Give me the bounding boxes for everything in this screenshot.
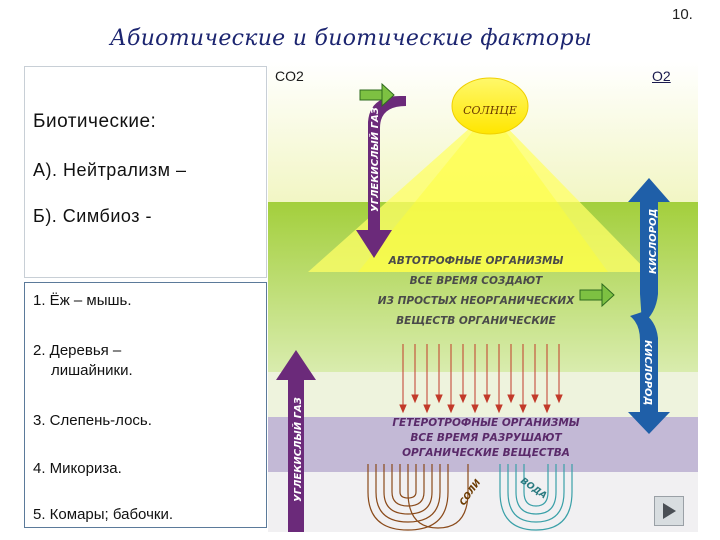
- svg-text:УГЛЕКИСЛЫЙ ГАЗ: УГЛЕКИСЛЫЙ ГАЗ: [368, 107, 381, 212]
- biotic-box: Биотические: А). Нейтрализм – Б). Симбио…: [24, 66, 267, 278]
- heterotroph-line: ГЕТЕРОТРОФНЫЕ ОРГАНИЗМЫ: [392, 417, 579, 429]
- example-item: 1. Ёж – мышь.: [33, 292, 132, 309]
- green-arrow-icon: [579, 282, 615, 308]
- slide-number: 10.: [672, 6, 693, 23]
- co2-arrow-top: [356, 96, 406, 258]
- examples-box: 1. Ёж – мышь. 2. Деревья – лишайники. 3.…: [24, 282, 267, 528]
- o2-arrow-top: [628, 178, 670, 324]
- autotroph-line: ВЕЩЕСТВ ОРГАНИЧЕСКИЕ: [396, 315, 557, 327]
- co2-label: CO2: [275, 68, 304, 84]
- svg-text:КИСЛОРОД: КИСЛОРОД: [642, 340, 653, 406]
- green-arrow-icon: [359, 82, 395, 108]
- example-item: 5. Комары; бабочки.: [33, 506, 173, 523]
- example-item: лишайники.: [51, 362, 133, 379]
- heterotroph-line: ВСЕ ВРЕМЯ РАЗРУШАЮТ: [410, 432, 562, 444]
- autotroph-line: АВТОТРОФНЫЕ ОРГАНИЗМЫ: [388, 255, 564, 267]
- example-item: 4. Микориза.: [33, 460, 122, 477]
- next-slide-button[interactable]: [654, 496, 684, 526]
- autotroph-line: ИЗ ПРОСТЫХ НЕОРГАНИЧЕСКИХ: [378, 295, 576, 307]
- slide-title: Абиотические и биотические факторы: [110, 26, 593, 51]
- lavender-band: [268, 417, 698, 472]
- neutralism-line: А). Нейтрализм –: [33, 160, 187, 180]
- example-item: 3. Слепень-лось.: [33, 412, 152, 429]
- sun-label: СОЛНЦЕ: [463, 104, 517, 117]
- sun-icon: [451, 77, 529, 135]
- co2-arrow-bottom: [276, 350, 316, 532]
- autotroph-line: ВСЕ ВРЕМЯ СОЗДАЮТ: [410, 275, 543, 287]
- light-band: [268, 372, 698, 417]
- symbiosis-line: Б). Симбиоз -: [33, 206, 152, 226]
- o2-arrow-bottom: [628, 312, 670, 434]
- heterotroph-line: ОРГАНИЧЕСКИЕ ВЕЩЕСТВА: [402, 447, 570, 459]
- bottom-band: [268, 472, 698, 532]
- sun-rays: [308, 110, 648, 272]
- o2-link[interactable]: O2: [652, 68, 671, 84]
- svg-text:УГЛЕКИСЛЫЙ ГАЗ: УГЛЕКИСЛЫЙ ГАЗ: [291, 397, 304, 502]
- biotic-heading: Биотические:: [33, 111, 157, 132]
- example-item: 2. Деревья –: [33, 342, 122, 359]
- svg-text:КИСЛОРОД: КИСЛОРОД: [648, 208, 659, 274]
- triangle-right-icon: [663, 503, 676, 519]
- cycle-diagram: СОЛНЦЕ УГЛЕКИСЛЫЙ ГАЗ КИСЛОРОД КИСЛОРОД …: [268, 62, 698, 532]
